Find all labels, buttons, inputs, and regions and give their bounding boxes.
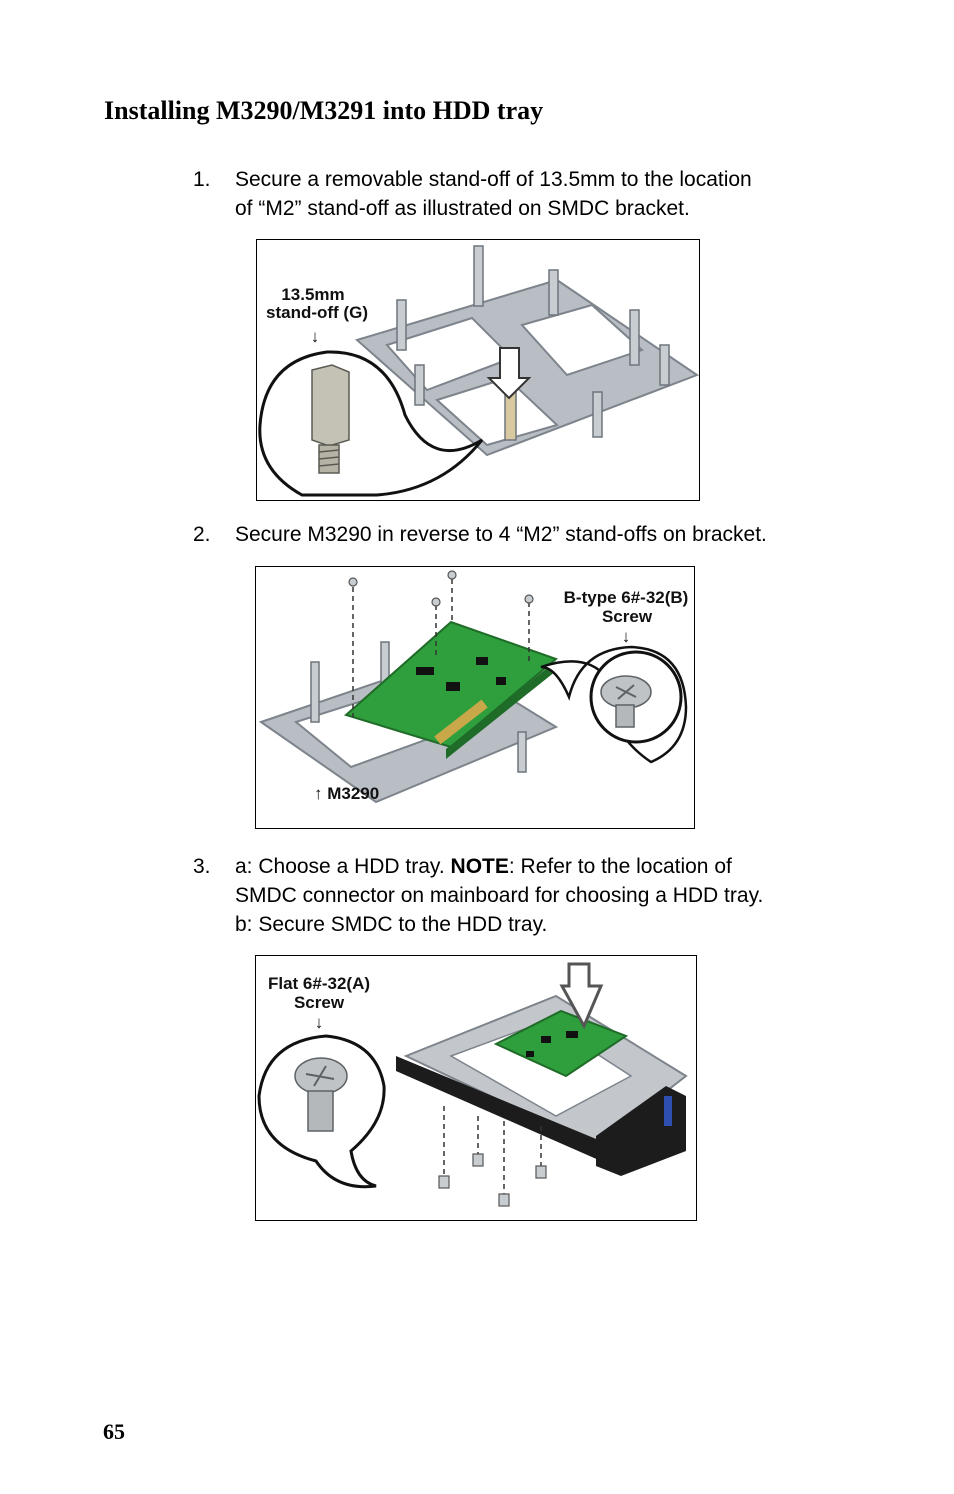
- figure-m3290-on-bracket: B-type 6#-32(B) Screw ↓ ↑ M3290: [255, 566, 695, 829]
- step-number: 1.: [193, 168, 211, 191]
- label-arrow: ↓: [315, 1013, 324, 1032]
- board-bracket-illustration: B-type 6#-32(B) Screw ↓ ↑ M3290: [258, 570, 689, 804]
- hdd-tray-illustration: Flat 6#-32(A) Screw ↓: [257, 962, 688, 1207]
- step-text-line: Secure M3290 in reverse to 4 “M2” stand-…: [235, 523, 767, 546]
- step-number: 2.: [193, 523, 211, 546]
- standoff-label-line2: stand-off (G): [266, 303, 368, 322]
- screw-b-label-line1: B-type 6#-32(B): [564, 588, 689, 607]
- page-number: 65: [103, 1419, 125, 1444]
- step-text-line: a: Choose a HDD tray. NOTE: Refer to the…: [235, 855, 732, 878]
- step-text-line: of “M2” stand-off as illustrated on SMDC…: [235, 197, 690, 220]
- step-text-line: b: Secure SMDC to the HDD tray.: [235, 913, 548, 936]
- screw-b-label-line2: Screw: [602, 607, 653, 626]
- note-label: NOTE: [450, 855, 509, 878]
- figure-standoff-bracket: 13.5mm stand-off (G) ↓: [256, 239, 700, 501]
- standoff-label-line1: 13.5mm: [281, 285, 344, 304]
- label-arrow: ↓: [311, 327, 320, 346]
- figure-smdc-hdd-tray: Flat 6#-32(A) Screw ↓: [255, 955, 697, 1221]
- step-text-line: Secure a removable stand-off of 13.5mm t…: [235, 168, 752, 191]
- screw-a-label-line2: Screw: [294, 993, 345, 1012]
- bracket-illustration: 13.5mm stand-off (G) ↓: [258, 245, 699, 497]
- m3290-label: ↑ M3290: [314, 784, 379, 803]
- page-title: Installing M3290/M3291 into HDD tray: [104, 96, 544, 125]
- label-arrow: ↓: [622, 627, 631, 646]
- screw-a-label-line1: Flat 6#-32(A): [268, 974, 370, 993]
- step-text-line: SMDC connector on mainboard for choosing…: [235, 884, 764, 907]
- step-number: 3.: [193, 855, 211, 878]
